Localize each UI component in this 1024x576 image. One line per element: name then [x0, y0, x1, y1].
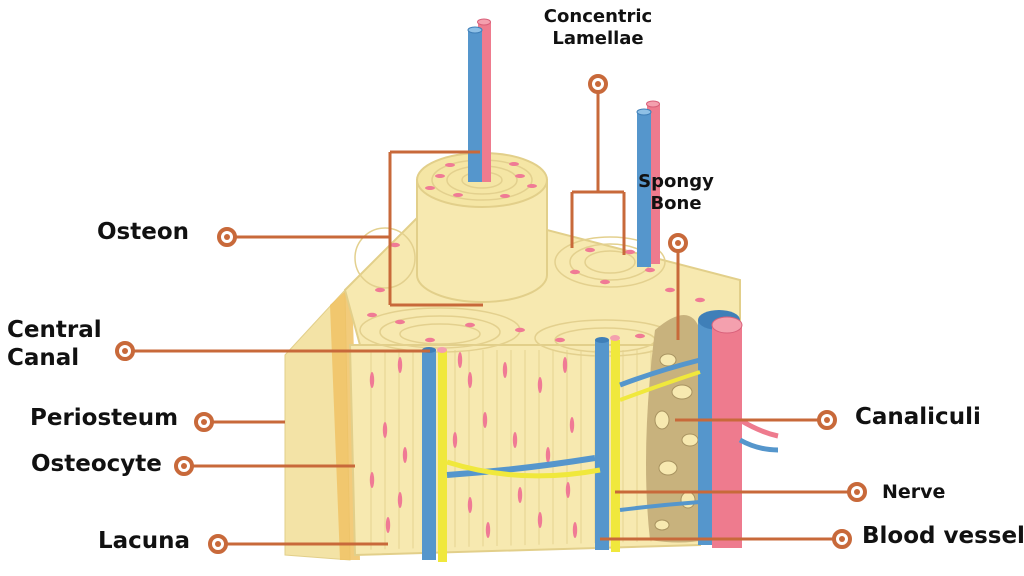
osteon-vessels	[468, 19, 491, 182]
label-blood-vessel: Blood vessel	[862, 523, 1024, 551]
front-canal-vessels-right	[595, 335, 620, 552]
front-canal-vessels-left	[422, 347, 447, 562]
large-blood-vessel	[698, 310, 778, 548]
label-lacuna: Lacuna	[98, 528, 190, 556]
spongy-bone-region	[646, 315, 705, 543]
label-canaliculi: Canaliculi	[855, 404, 981, 432]
label-concentric-lamellae: Concentric Lamellae	[530, 6, 666, 49]
label-central-canal: Central Canal	[7, 317, 102, 372]
leader-concentric-lamellae	[572, 84, 624, 255]
label-osteon: Osteon	[97, 219, 189, 247]
label-nerve: Nerve	[882, 481, 945, 504]
label-osteocyte: Osteocyte	[31, 451, 162, 479]
label-periosteum: Periosteum	[30, 405, 178, 433]
label-spongy-bone: Spongy Bone	[626, 171, 726, 214]
